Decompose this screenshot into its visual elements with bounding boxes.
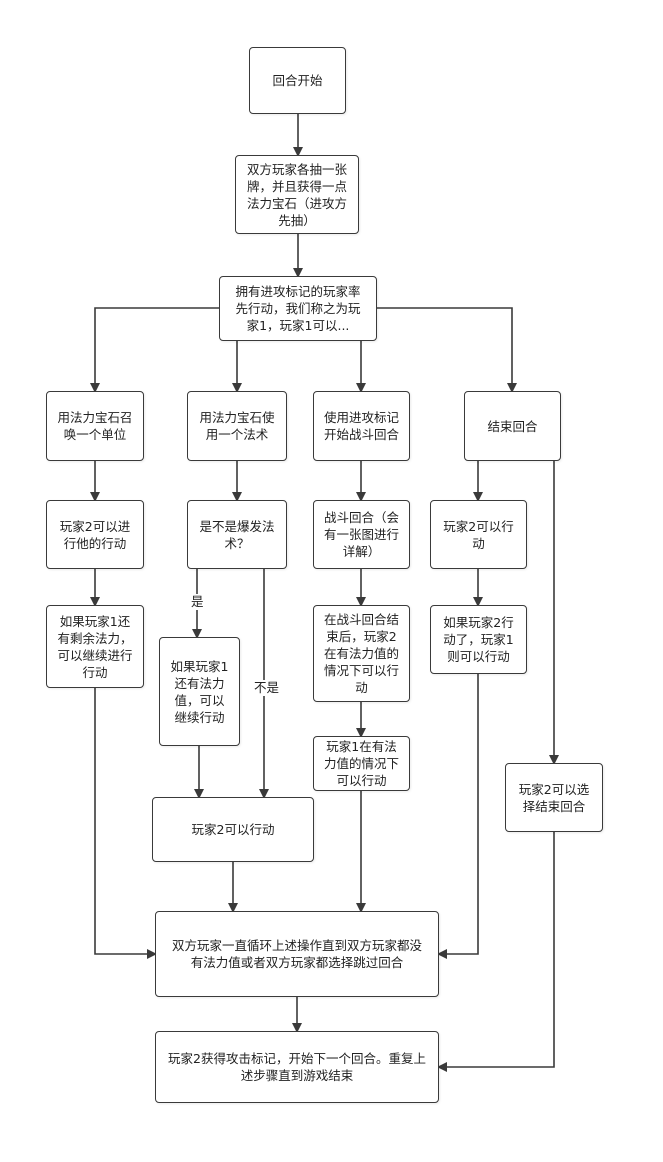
node-battle: 使用进攻标记 开始战斗回合 — [313, 391, 410, 461]
node-start: 回合开始 — [249, 47, 346, 114]
node-p2-act-a: 玩家2可以进 行他的行动 — [46, 500, 144, 569]
edge-first-summon — [90, 307, 219, 393]
node-p2-can-act: 玩家2可以行动 — [152, 797, 314, 862]
node-next-round: 玩家2获得攻击标记，开始下一个回合。重复上 述步骤直到游戏结束 — [155, 1031, 439, 1103]
edge-acted-loop — [437, 674, 479, 959]
node-p1-mana: 如果玩家1 还有法力 值，可以 继续行动 — [159, 637, 240, 746]
node-burst-question: 是不是爆发法 术？ — [187, 500, 287, 569]
node-p2-choose-end: 玩家2可以选 择结束回合 — [505, 763, 603, 832]
node-summon: 用法力宝石召 唤一个单位 — [46, 391, 144, 461]
node-spell: 用法力宝石使 用一个法术 — [187, 391, 287, 461]
node-draw: 双方玩家各抽一张 牌，并且获得一点 法力宝石（进攻方 先抽） — [235, 155, 359, 234]
edge-label-no: 不是 — [254, 680, 280, 696]
edge-first-end — [377, 307, 517, 393]
edge-label-yes: 是 — [191, 594, 204, 610]
node-p2-act-d: 玩家2可以行 动 — [430, 500, 527, 569]
node-p2-acted: 如果玩家2行 动了，玩家1 则可以行动 — [430, 605, 527, 674]
edge-p1cont-loop — [94, 688, 157, 959]
edge-choose-next — [437, 832, 555, 1072]
node-battle-detail: 战斗回合（会 有一张图进行 详解） — [313, 500, 410, 569]
node-p1-after: 玩家1在有法 力值的情况下 可以行动 — [313, 736, 410, 791]
node-after-battle: 在战斗回合结 束后，玩家2 在有法力值的 情况下可以行 动 — [313, 605, 410, 702]
node-first-player: 拥有进攻标记的玩家率 先行动，我们称之为玩 家1，玩家1可以... — [219, 276, 377, 341]
node-p1-continue: 如果玩家1还 有剩余法力， 可以继续进行 行动 — [46, 605, 144, 688]
node-loop: 双方玩家一直循环上述操作直到双方玩家都没 有法力值或者双方玩家都选择跳过回合 — [155, 911, 439, 997]
node-end-turn: 结束回合 — [464, 391, 561, 461]
